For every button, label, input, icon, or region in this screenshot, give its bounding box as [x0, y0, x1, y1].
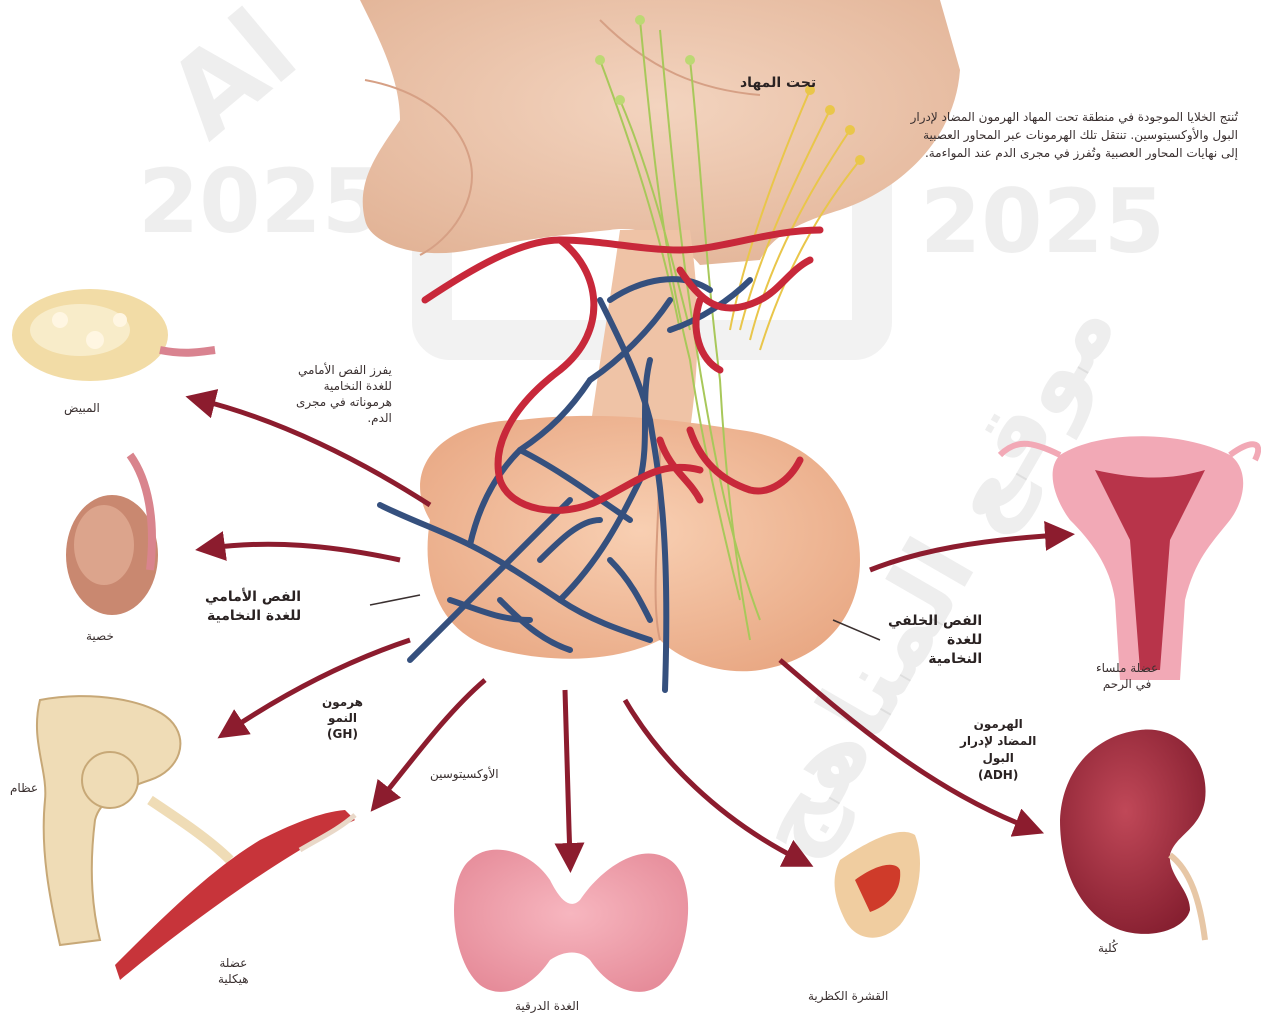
skeletal-muscle-label: عضلة هيكلية [218, 955, 249, 987]
adh-label: الهرمون المضاد لإدرار البول (ADH) [960, 716, 1036, 784]
testis-illustration [66, 455, 158, 615]
bone-label: عظام [10, 780, 38, 796]
thyroid-label: الغدة الدرقية [515, 998, 579, 1014]
oxytocin-label: الأوكسيتوسين [430, 766, 499, 782]
hypothalamus-note: تُنتج الخلايا الموجودة في منطقة تحت المه… [908, 108, 1238, 162]
uterus-muscle-label: عضلة ملساء في الرحم [1096, 660, 1158, 692]
growth-hormone-label: هرمون النمو (GH) [322, 694, 363, 742]
kidney-illustration [1060, 730, 1206, 940]
anterior-lobe-label: الفص الأمامي للغدة النخامية [205, 588, 301, 626]
anterior-secretes-label: يفرز الفص الأمامي للغدة النخامية هرمونات… [296, 362, 392, 426]
hypothalamus-label: تحت المهاد [740, 74, 816, 93]
posterior-lobe-label: الفص الخلفي للغدة النخامية [888, 612, 982, 669]
testis-label: خصية [86, 628, 114, 644]
uterus-illustration [1000, 436, 1258, 680]
adrenal-cortex-illustration [835, 832, 920, 938]
kidney-label: كُلية [1098, 940, 1118, 956]
ovary-illustration [12, 289, 215, 381]
adrenal-cortex-label: القشرة الكظرية [808, 988, 888, 1004]
thyroid-illustration [454, 850, 688, 992]
ovary-label: المبيض [64, 400, 100, 416]
